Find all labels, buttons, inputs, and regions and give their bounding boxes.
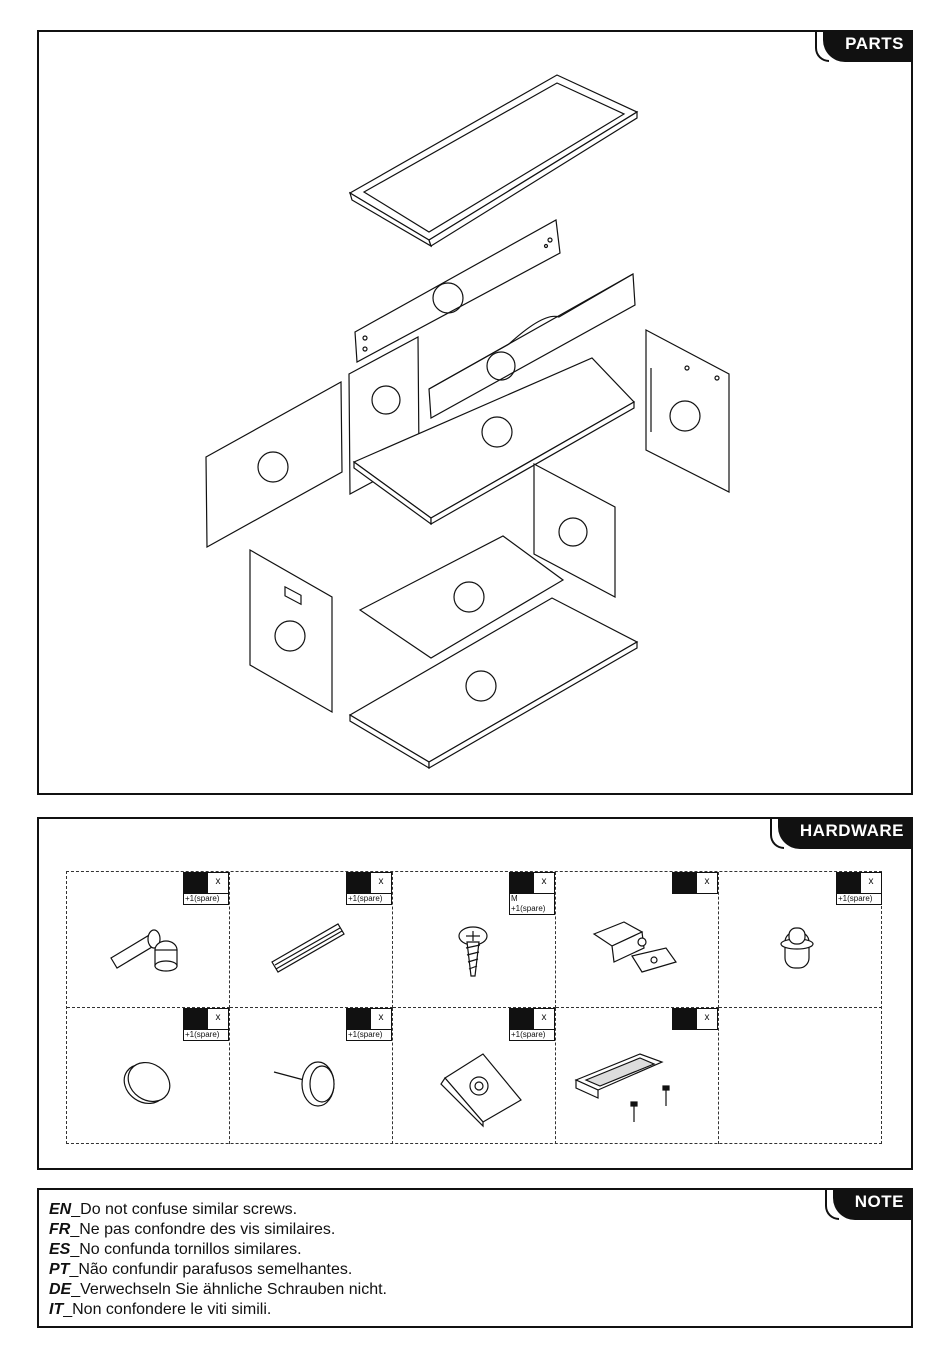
hardware-cell-corner-bracket: x +1(spare) xyxy=(393,1008,556,1144)
screw-icon xyxy=(458,926,488,977)
hardware-cell-cam-lock: x +1(spare) xyxy=(67,872,230,1008)
hardware-cell-nail-glide: x +1(spare) xyxy=(230,1008,393,1144)
hardware-grid: x +1(spare) x +1(spare) xyxy=(66,871,882,1144)
hardware-panel: HARDWARE x +1(spare) x +1(spare) xyxy=(37,817,913,1170)
note-tab: NOTE xyxy=(824,1188,913,1220)
note-line-pt: PT_Não confundir parafusos semelhantes. xyxy=(49,1261,353,1278)
note-line-fr: FR_Ne pas confondre des vis similaires. xyxy=(49,1221,336,1238)
inner-divider-part xyxy=(533,463,616,598)
parts-tab: PARTS xyxy=(815,30,913,62)
hardware-cell-screw: x M +1(spare) xyxy=(393,872,556,1008)
shelf-pin-icon xyxy=(780,927,814,969)
quantity-box: x +1(spare) xyxy=(346,1008,392,1041)
hardware-cell-shelf-pin: x +1(spare) xyxy=(719,872,882,1008)
note-line-de: DE_Verwechseln Sie ähnliche Schrauben ni… xyxy=(49,1281,387,1298)
front-rail-part xyxy=(428,273,636,419)
bottom-panel-part xyxy=(348,597,639,770)
parts-panel: PARTS xyxy=(37,30,913,795)
cover-cap-icon xyxy=(123,1061,171,1105)
note-lines: EN_Do not confuse similar screws. FR_Ne … xyxy=(49,1200,387,1320)
quantity-box: x +1(spare) xyxy=(509,1008,555,1041)
hardware-cell-cover-cap: x +1(spare) xyxy=(67,1008,230,1144)
quantity-box: x +1(spare) xyxy=(183,872,229,905)
hinge-icon xyxy=(592,921,677,973)
quantity-box: x xyxy=(672,1008,718,1030)
hardware-cell-empty xyxy=(719,1008,882,1144)
hardware-cell-dowel: x +1(spare) xyxy=(230,872,393,1008)
quantity-box: x +1(spare) xyxy=(346,872,392,905)
right-side-panel-part xyxy=(645,329,730,493)
nail-glide-icon xyxy=(273,1061,335,1107)
top-panel-part xyxy=(348,74,639,248)
middle-shelf-part xyxy=(352,357,635,526)
note-panel: NOTE EN_Do not confuse similar screws. F… xyxy=(37,1188,913,1328)
quantity-box: x xyxy=(672,872,718,894)
quantity-box: x M +1(spare) xyxy=(509,872,555,915)
note-line-en: EN_Do not confuse similar screws. xyxy=(49,1201,298,1218)
quantity-box: x +1(spare) xyxy=(183,1008,229,1041)
wooden-dowel-icon xyxy=(271,923,345,973)
hardware-cell-hinge: x xyxy=(556,872,719,1008)
cam-lock-fitting-icon xyxy=(110,929,178,972)
left-side-panel-part xyxy=(205,380,343,549)
recessed-handle-icon xyxy=(574,1053,670,1122)
hardware-tab: HARDWARE xyxy=(769,817,913,849)
lower-shelf-part xyxy=(358,535,565,659)
exploded-parts-diagram xyxy=(205,74,730,770)
note-line-it: IT_Non confondere le viti simili. xyxy=(49,1301,272,1318)
corner-bracket-icon xyxy=(440,1053,522,1128)
quantity-box: x +1(spare) xyxy=(836,872,882,905)
hardware-cell-recessed-handle: x xyxy=(556,1008,719,1144)
door-panel-part xyxy=(249,548,333,714)
note-line-es: ES_No confunda tornillos similares. xyxy=(49,1241,302,1258)
back-rail-part xyxy=(354,219,561,363)
